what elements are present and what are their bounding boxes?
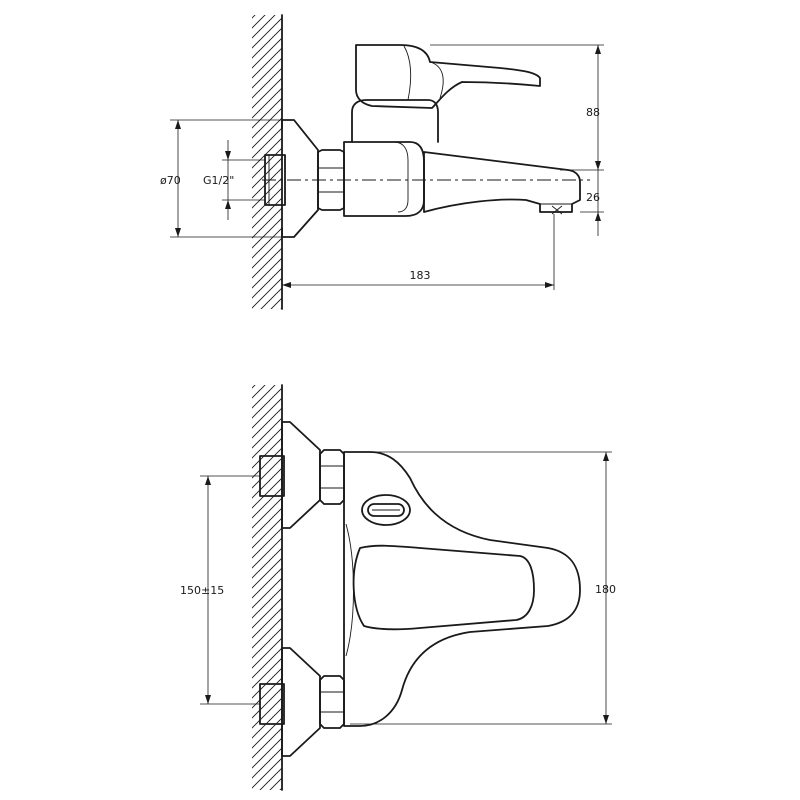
dim-spout-drop: 26 — [586, 191, 600, 204]
spout — [423, 151, 581, 213]
wall-flange-upper — [281, 421, 321, 529]
wall-hatch-top — [252, 15, 282, 309]
front-view-dimensions: 150±15 180 — [180, 451, 616, 725]
dim-height-lever: 88 — [586, 106, 600, 119]
front-view — [252, 384, 581, 791]
diverter-knob — [361, 494, 411, 526]
dim-center-distance: 150±15 — [180, 584, 224, 597]
cartridge-housing — [351, 99, 439, 143]
side-view — [252, 14, 590, 310]
dim-thread: G1/2" — [203, 174, 234, 187]
wall-flange-lower — [281, 647, 321, 757]
hex-nut-upper — [319, 449, 345, 505]
side-view-dimensions: 88 26 183 ø70 G1/2" — [160, 44, 604, 290]
wall-hatch-bottom — [252, 385, 282, 790]
lever-handle — [355, 44, 541, 109]
hex-nut-lower — [319, 675, 345, 729]
wall-flange — [281, 119, 319, 238]
lever-front — [352, 544, 535, 631]
dim-flange-diameter: ø70 — [160, 174, 181, 187]
mixer-body — [343, 141, 425, 217]
dim-total-length: 183 — [410, 269, 431, 282]
dim-body-height: 180 — [595, 583, 616, 596]
mixer-body-front — [343, 451, 581, 727]
